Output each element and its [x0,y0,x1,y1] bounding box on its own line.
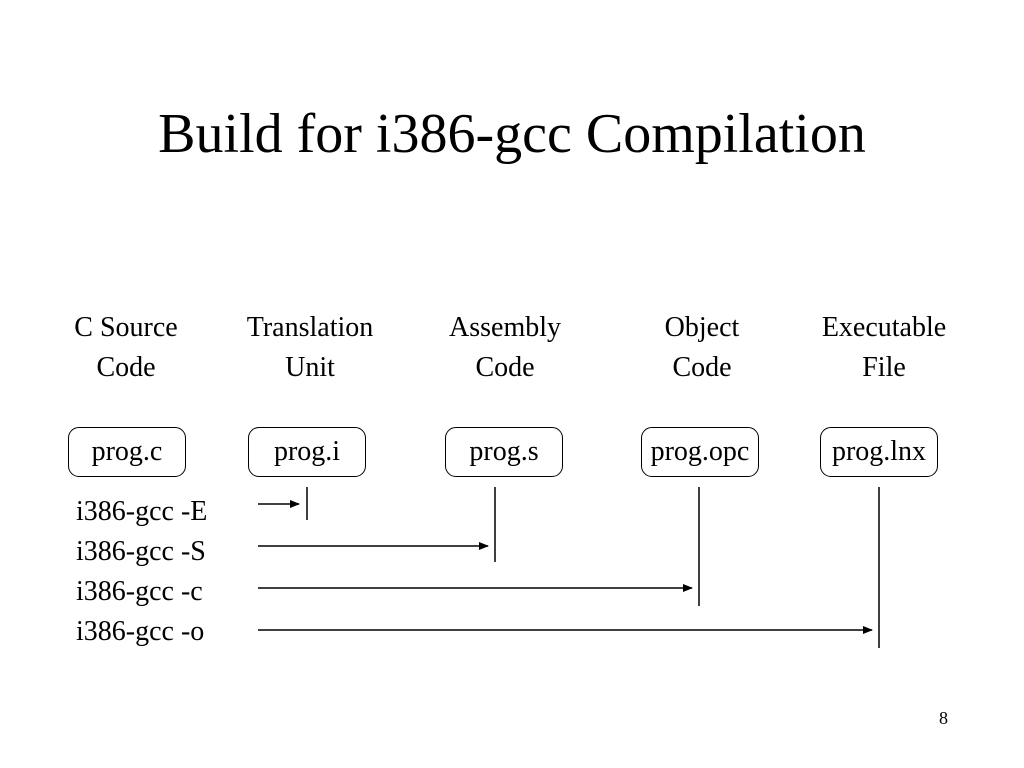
stage-label-line1: Assembly [449,312,561,343]
stage-label-line2: File [862,352,906,383]
stage-label-c-source: C Source Code [36,308,216,388]
stage-label-object-code: Object Code [612,308,792,388]
file-box-prog-c: prog.c [68,427,186,477]
stage-label-assembly-code: Assembly Code [415,308,595,388]
stage-label-line1: Executable [821,312,947,343]
stage-label-line1: C Source [74,312,178,343]
stage-label-line2: Code [672,352,732,383]
command-preprocess: i386-gcc -E [76,496,208,527]
command-compile-to-assembly: i386-gcc -S [76,536,206,567]
stage-label-line2: Unit [285,352,335,383]
file-box-prog-i: prog.i [248,427,366,477]
stage-label-translation-unit: Translation Unit [220,308,400,388]
page-number: 8 [939,708,948,728]
stage-label-line2: Code [475,352,535,383]
file-box-prog-lnx: prog.lnx [820,427,938,477]
stage-label-line1: Translation [246,312,374,343]
file-box-prog-s: prog.s [445,427,563,477]
stage-label-line2: Code [96,352,156,383]
stage-label-line1: Object [664,312,740,343]
stage-label-executable-file: Executable File [794,308,974,388]
slide-title: Build for i386-gcc Compilation [158,103,866,165]
command-compile-to-object: i386-gcc -c [76,576,203,607]
command-link: i386-gcc -o [76,616,205,647]
file-box-prog-opc: prog.opc [641,427,759,477]
